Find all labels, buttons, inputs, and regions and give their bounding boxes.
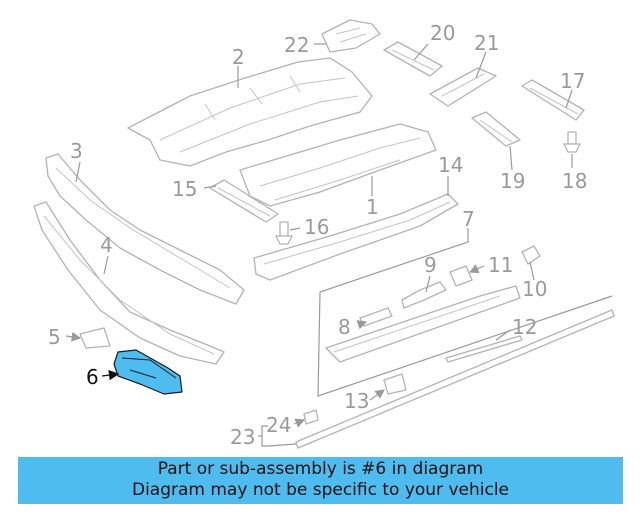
- callout-5: 5: [48, 325, 61, 349]
- part-14-sill-rail: [253, 193, 459, 281]
- part-1-center-floor: [239, 123, 437, 207]
- part-4-frame-rail: [33, 201, 225, 365]
- callout-2: 2: [232, 45, 245, 69]
- callout-8: 8: [338, 315, 351, 339]
- part-19-bracket: [471, 111, 521, 147]
- callout-20: 20: [430, 21, 455, 45]
- callout-9: 9: [424, 253, 437, 277]
- part-22-bracket: [321, 19, 381, 53]
- part-21-bracket: [429, 67, 497, 107]
- info-banner: Part or sub-assembly is #6 in diagram Di…: [18, 457, 623, 504]
- callout-11: 11: [488, 253, 513, 277]
- part-2-front-floor: [127, 57, 373, 167]
- callout-numbers: 2 22 20 21 17 18 19 1 14 15 16 3 4 5 6 7…: [48, 21, 587, 449]
- callout-17: 17: [560, 69, 585, 93]
- callout-22: 22: [284, 33, 309, 57]
- part-3-frame-rail: [45, 153, 245, 305]
- part-17-reinforcement: [521, 79, 585, 121]
- part-7-group-box: [317, 228, 613, 397]
- callout-7: 7: [462, 207, 475, 231]
- part-23-rocker: [295, 309, 615, 449]
- callout-13: 13: [344, 389, 369, 413]
- callout-15: 15: [172, 177, 197, 201]
- leader-lines: [65, 43, 573, 447]
- callout-24: 24: [266, 413, 291, 437]
- callout-1: 1: [366, 195, 379, 219]
- callout-3: 3: [70, 139, 83, 163]
- callout-12: 12: [512, 315, 537, 339]
- callout-14: 14: [438, 153, 463, 177]
- part-16-bolt: [275, 221, 293, 245]
- callout-23: 23: [230, 425, 255, 449]
- callout-19: 19: [500, 169, 525, 193]
- part-6-highlighted-bracket: [113, 349, 183, 395]
- banner-line-part-number: Part or sub-assembly is #6 in diagram: [157, 459, 484, 479]
- part-20-bracket: [383, 41, 443, 77]
- callout-10: 10: [522, 277, 547, 301]
- part-15-crossmember: [209, 179, 279, 223]
- callout-4: 4: [100, 233, 113, 257]
- callout-6: 6: [86, 365, 99, 389]
- part-18-bolt: [563, 131, 581, 153]
- callout-16: 16: [304, 215, 329, 239]
- callout-18: 18: [562, 169, 587, 193]
- banner-line-disclaimer: Diagram may not be specific to your vehi…: [131, 480, 509, 500]
- part-5-bracket: [79, 327, 111, 349]
- callout-21: 21: [474, 31, 499, 55]
